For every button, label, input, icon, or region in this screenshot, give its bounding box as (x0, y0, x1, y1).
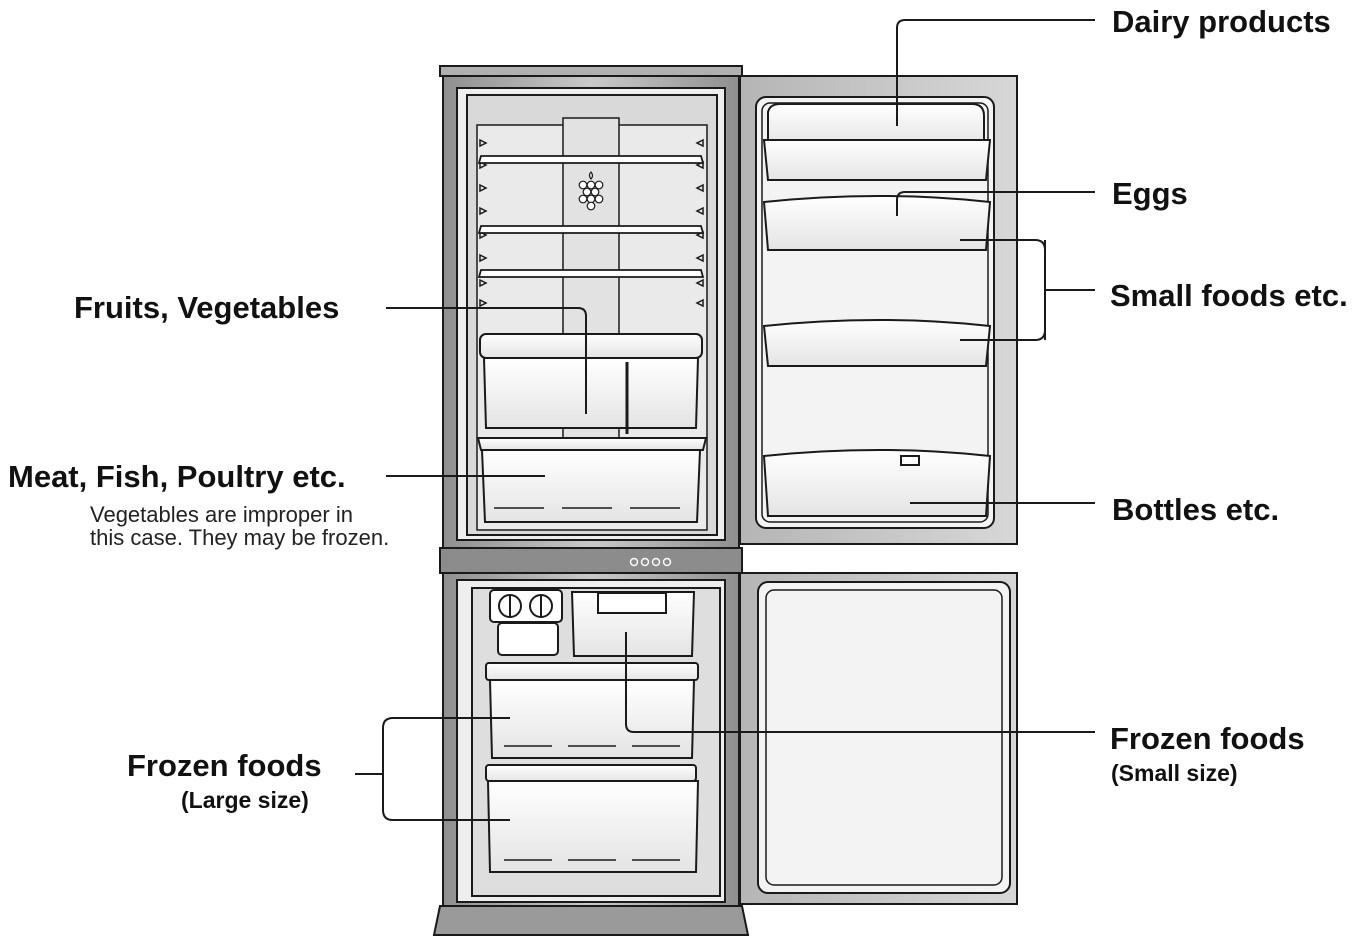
leader-fruits (386, 307, 587, 414)
shelf-rails (479, 138, 704, 308)
leader-dairy (896, 19, 1095, 126)
vegetable-drawer (479, 333, 703, 434)
lower-door (739, 572, 1018, 905)
leader-lines (355, 19, 1095, 821)
meat-drawer (476, 437, 708, 523)
shelf-3 (477, 269, 705, 278)
egg-bin (762, 195, 992, 251)
meat-drawer-rim (476, 437, 708, 451)
label-dairy-products: Dairy products (1112, 4, 1331, 39)
door-bins (762, 103, 992, 517)
dairy-compartment (767, 103, 985, 147)
vegetable-drawer-lid (479, 333, 703, 359)
label-meat-note: Vegetables are improper in this case. Th… (90, 502, 390, 550)
label-frozen-large-size: (Large size) (181, 787, 309, 813)
label-fruits-vegetables: Fruits, Vegetables (74, 290, 340, 325)
leader-frozen-small (625, 632, 1095, 733)
control-band (439, 547, 743, 574)
top-cap (439, 65, 743, 77)
base-plinth (432, 905, 750, 936)
leader-frozen-large (355, 717, 510, 821)
label-bottles: Bottles etc. (1112, 492, 1280, 527)
label-frozen-large: Frozen foods (127, 748, 322, 783)
small-freezer-box (570, 591, 696, 657)
shelf-1 (477, 155, 705, 164)
freezer-drawer-upper (485, 662, 699, 759)
freezer-drawer-lower (485, 764, 700, 873)
bottle-bin (762, 449, 992, 517)
grape-icon (578, 171, 604, 211)
label-frozen-small-size: (Small size) (1111, 760, 1238, 786)
label-frozen-small: Frozen foods (1110, 721, 1305, 756)
label-meat-fish-poultry: Meat, Fish, Poultry etc. (8, 459, 346, 494)
label-eggs: Eggs (1112, 176, 1188, 211)
shelf-2 (477, 225, 705, 234)
label-small-foods: Small foods etc. (1110, 278, 1348, 313)
vegetable-drawer-box (482, 357, 700, 429)
control-dots (629, 557, 672, 567)
ice-maker (489, 589, 563, 656)
leader-small-foods (960, 239, 1095, 341)
small-foods-bin (762, 319, 992, 367)
dairy-bin (762, 139, 992, 181)
meat-drawer-box (480, 449, 702, 523)
glass-shelves (477, 155, 705, 278)
leader-eggs (896, 191, 1095, 216)
